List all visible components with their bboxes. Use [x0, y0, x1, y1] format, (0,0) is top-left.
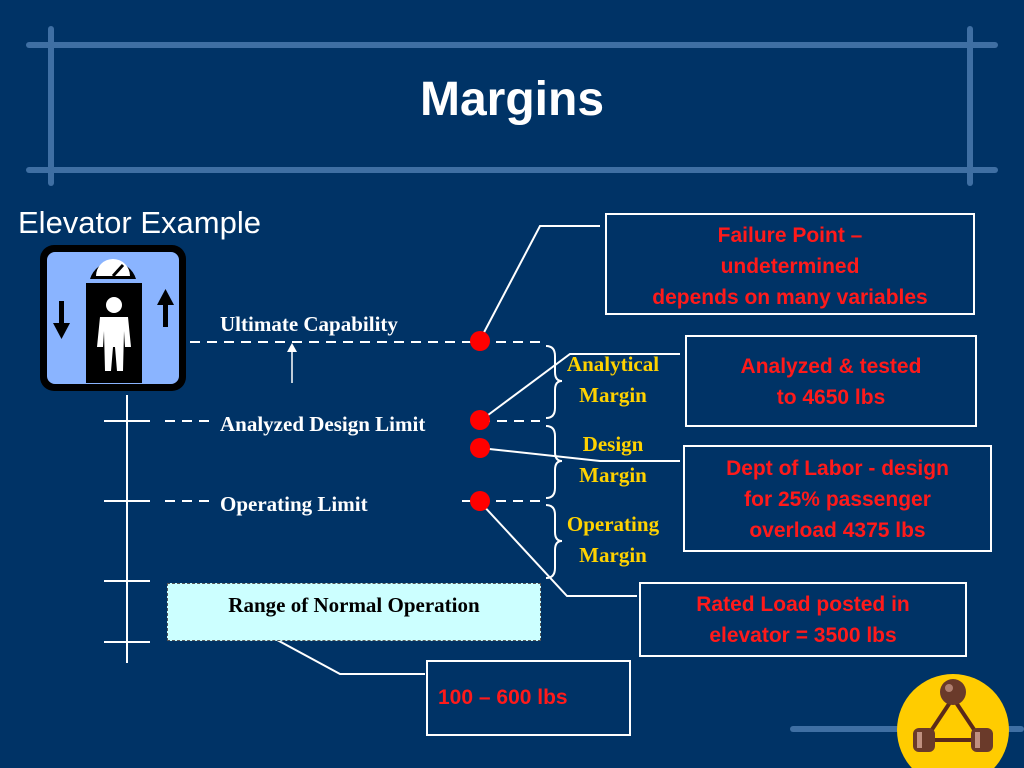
operating-bracket	[545, 504, 563, 579]
rated-line1: Rated Load posted in	[696, 593, 910, 616]
dol-connector	[479, 447, 680, 462]
dol-line1: Dept of Labor - design	[726, 457, 949, 480]
analyzed-design-limit-label: Analyzed Design Limit	[220, 412, 426, 436]
rated-load-callout: Rated Load posted in elevator = 3500 lbs	[639, 582, 967, 657]
frame-top-line	[26, 42, 998, 48]
rated-connector	[479, 501, 637, 597]
operating-margin-label: Operating Margin	[553, 509, 673, 571]
range-connector	[254, 627, 425, 675]
ultimate-marker	[470, 331, 490, 351]
analyzed-line2: to 4650 lbs	[776, 386, 886, 409]
design-marker	[470, 438, 490, 458]
analytical-bracket	[545, 345, 563, 419]
design-bracket	[545, 425, 563, 499]
design-margin-line1: Design	[582, 432, 644, 456]
normal-operation-label: Range of Normal Operation	[228, 593, 480, 617]
dol-line2: for 25% passenger	[744, 488, 931, 511]
slide-title: Margins	[419, 73, 605, 126]
failure-line1: Failure Point –	[717, 224, 863, 247]
ultimate-capability-label: Ultimate Capability	[220, 312, 398, 336]
operating-margin-line2: Margin	[579, 543, 647, 567]
elevator-icon	[40, 245, 186, 391]
range-value: 100 – 600 lbs	[438, 686, 568, 709]
dol-line3: overload 4375 lbs	[749, 519, 926, 542]
analyzed-marker	[470, 410, 490, 430]
logo-icon	[897, 674, 1009, 768]
analyzed-connector	[479, 353, 680, 422]
slide-subtitle: Elevator Example	[18, 205, 261, 240]
analytical-margin-line1: Analytical	[566, 352, 660, 376]
frame-bottom-line	[26, 167, 998, 173]
frame-left-line	[48, 26, 54, 186]
design-margin-line2: Margin	[579, 463, 647, 487]
failure-line3: depends on many variables	[652, 286, 928, 309]
load-range-callout: 100 – 600 lbs	[426, 660, 631, 736]
failure-line2: undetermined	[720, 255, 860, 278]
analytical-margin-label: Analytical Margin	[553, 349, 673, 411]
up-arrow-head	[287, 343, 297, 352]
frame-right-line	[967, 26, 973, 186]
failure-connector	[479, 225, 600, 341]
analyzed-tested-callout: Analyzed & tested to 4650 lbs	[685, 335, 977, 427]
normal-operation-range: Range of Normal Operation	[167, 583, 541, 641]
operating-margin-line1: Operating	[566, 512, 660, 536]
analytical-margin-line2: Margin	[579, 383, 647, 407]
analyzed-line1: Analyzed & tested	[740, 355, 922, 378]
rated-line2: elevator = 3500 lbs	[709, 624, 897, 647]
operating-limit-label: Operating Limit	[220, 492, 368, 516]
operating-marker	[470, 491, 490, 511]
design-margin-label: Design Margin	[553, 429, 673, 491]
failure-point-callout: Failure Point – undetermined depends on …	[605, 213, 975, 315]
dept-of-labor-callout: Dept of Labor - design for 25% passenger…	[683, 445, 992, 552]
